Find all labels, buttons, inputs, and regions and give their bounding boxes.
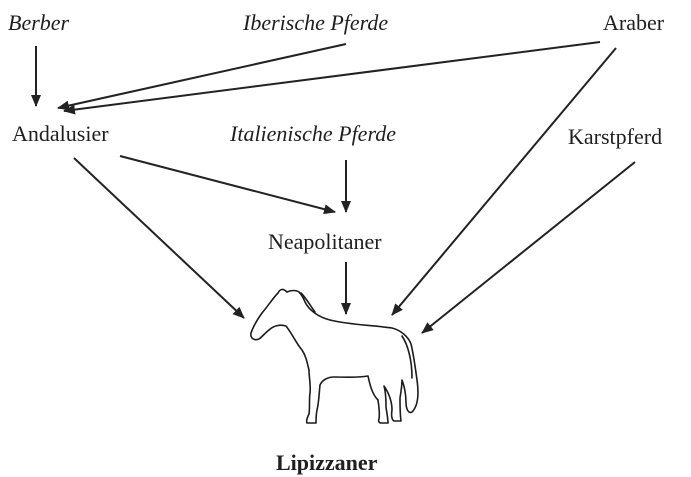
node-berber: Berber [8, 12, 69, 34]
node-neapolitaner: Neapolitaner [268, 231, 382, 253]
node-andalusier: Andalusier [12, 123, 109, 145]
node-iberische-pferde: Iberische Pferde [243, 12, 388, 34]
node-italienische-pferde: Italienische Pferde [230, 123, 396, 145]
edge-araber-lipizzaner [392, 48, 616, 315]
horse-illustration [251, 289, 418, 423]
node-lipizzaner: Lipizzaner [276, 452, 377, 474]
node-araber: Araber [603, 12, 664, 34]
edge-karstpferd-lipizzaner [422, 162, 635, 333]
node-karstpferd: Karstpferd [568, 126, 662, 148]
edge-andalusier-neapolitaner [120, 156, 335, 212]
edge-iberische-andalusier [58, 44, 346, 108]
edge-araber-andalusier [64, 42, 600, 111]
